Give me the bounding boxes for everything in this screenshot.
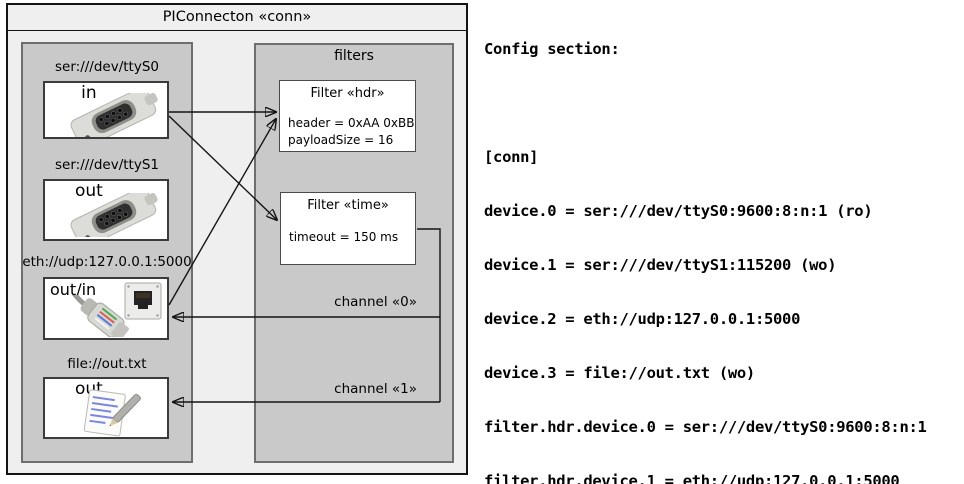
notepad-icon	[83, 389, 141, 437]
filter-param: payloadSize = 16	[288, 133, 394, 147]
device-direction-label: out/in	[50, 280, 97, 299]
diagram-title: PIConnecton «conn»	[8, 5, 466, 31]
device-direction-label: in	[81, 83, 97, 103]
config-line: device.1 = ser:///dev/ttyS1:115200 (wo)	[484, 256, 837, 274]
ethernet-jack-icon	[124, 282, 162, 320]
device-box-eth: out/in	[43, 277, 169, 340]
filters-column-title: filters	[334, 48, 374, 64]
filter-param: header = 0xAA 0xBB	[288, 116, 415, 130]
config-line: [conn]	[484, 148, 539, 166]
device-box-ttyS0: in	[43, 81, 169, 139]
filter-hdr-box: Filter «hdr» header = 0xAA 0xBB payloadS…	[279, 80, 416, 152]
ethernet-cable-icon	[70, 295, 129, 337]
config-line: device.3 = file://out.txt (wo)	[484, 364, 755, 382]
filter-time-params: timeout = 150 ms	[289, 229, 398, 246]
config-line: filter.hdr.device.0 = ser:///dev/ttyS0:9…	[484, 418, 927, 436]
device-url-file: file://out.txt	[67, 356, 147, 372]
filter-time-box: Filter «time» timeout = 150 ms	[280, 192, 416, 265]
filter-param: timeout = 150 ms	[289, 230, 399, 244]
config-section: Config section: [conn] device.0 = ser://…	[484, 4, 936, 484]
device-url-ttyS1: ser:///dev/ttyS1	[55, 157, 159, 173]
config-line: filter.hdr.device.1 = eth://udp:127.0.0.…	[484, 472, 900, 484]
config-heading: Config section:	[484, 40, 620, 58]
device-url-ttyS0: ser:///dev/ttyS0	[55, 59, 159, 75]
device-url-eth: eth://udp:127.0.0.1:5000	[22, 254, 192, 270]
device-direction-label: out	[74, 181, 103, 201]
channel-1-label: channel «1»	[334, 381, 417, 397]
filter-hdr-title: Filter «hdr»	[310, 86, 385, 101]
device-box-file: out	[43, 377, 169, 439]
config-lines: [conn] device.0 = ser:///dev/ttyS0:9600:…	[484, 112, 936, 484]
filter-time-title: Filter «time»	[307, 198, 389, 213]
config-line: device.2 = eth://udp:127.0.0.1:5000	[484, 310, 801, 328]
channel-0-label: channel «0»	[334, 294, 417, 310]
serial-connector-icon	[70, 93, 158, 137]
config-line: device.0 = ser:///dev/ttyS0:9600:8:n:1 (…	[484, 202, 873, 220]
serial-connector-icon	[70, 193, 158, 237]
device-box-ttyS1: out	[43, 179, 169, 241]
filter-hdr-params: header = 0xAA 0xBB payloadSize = 16	[288, 115, 414, 149]
